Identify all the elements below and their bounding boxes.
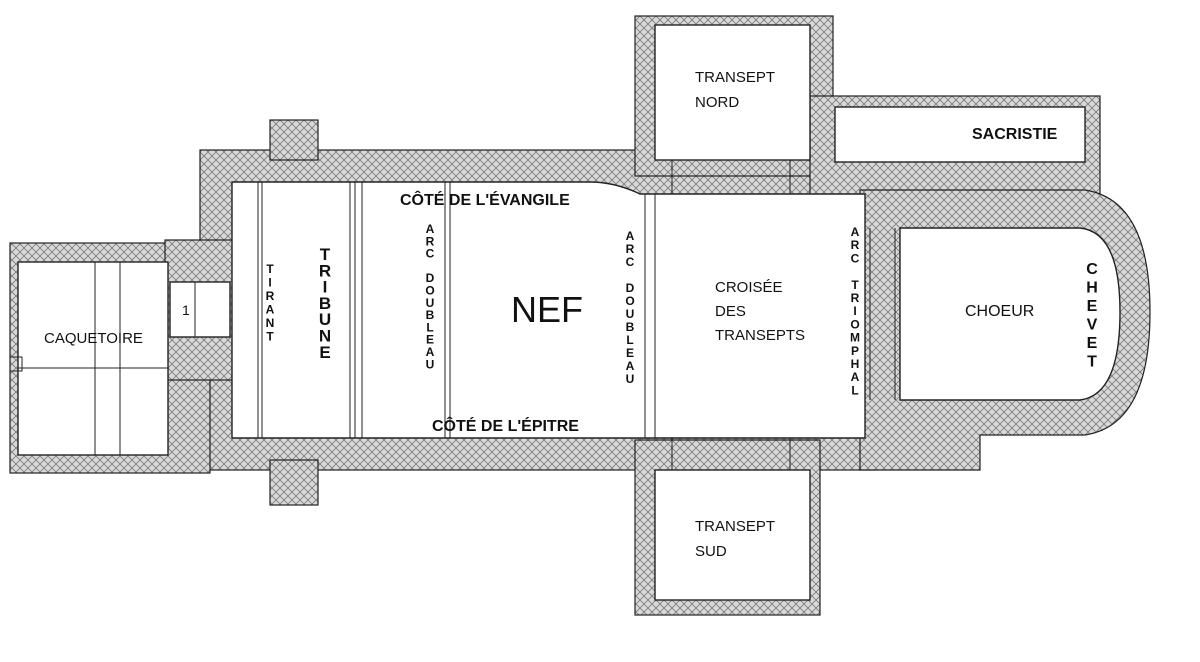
- arc-doubleau-left-letter: L: [426, 320, 433, 334]
- arc-triomphal-letter: L: [851, 383, 858, 397]
- arc-doubleau-left-letter: U: [426, 296, 435, 310]
- north-transept-space: [654, 24, 811, 161]
- choir-space: [899, 227, 1121, 401]
- north-buttress: [269, 119, 319, 161]
- arc-doubleau-left-letter: D: [426, 271, 435, 285]
- arc-doubleau-right-letter: B: [626, 320, 635, 334]
- nave-space: [231, 181, 866, 439]
- tribune-letter: U: [319, 310, 331, 329]
- tirant-letter: R: [266, 289, 275, 303]
- tirant-letter: T: [266, 330, 274, 344]
- label-caquetoire: CAQUETOIRE: [44, 330, 143, 347]
- arc-doubleau-right-letter: D: [626, 281, 635, 295]
- arc-triomphal-letter: I: [853, 304, 856, 318]
- arc-doubleau-right-letter: U: [626, 307, 635, 321]
- arc-doubleau-right-letter: L: [626, 333, 633, 347]
- room-labels: TRANSEPT NORD SACRISTIE CÔTÉ DE L'ÉVANGI…: [44, 69, 1058, 560]
- tribune-letter: T: [320, 245, 331, 264]
- chevet-letter: H: [1086, 280, 1098, 297]
- arc-triomphal-letter: P: [851, 344, 859, 358]
- tirant-letter: A: [266, 303, 275, 317]
- label-croisee-3: TRANSEPTS: [715, 327, 805, 344]
- label-transept-sud-1: TRANSEPT: [695, 518, 775, 535]
- chevet-letter: T: [1087, 354, 1097, 371]
- arc-doubleau-right-letter: E: [626, 346, 634, 360]
- tribune-letter: N: [319, 327, 331, 346]
- label-choeur: CHOEUR: [965, 303, 1034, 320]
- arc-triomphal-letter: R: [851, 291, 860, 305]
- arc-doubleau-left-letter: A: [426, 345, 435, 359]
- south-transept-space: [654, 469, 811, 601]
- label-croisee-1: CROISÉE: [715, 279, 783, 296]
- arc-triomphal-letter: M: [850, 331, 860, 345]
- chevet-letter: V: [1087, 317, 1098, 334]
- label-sacristie: SACRISTIE: [972, 126, 1058, 143]
- arc-doubleau-right-letter: C: [626, 255, 635, 269]
- tribune-letter: R: [319, 261, 331, 280]
- arc-triomphal-letter: R: [851, 238, 860, 252]
- label-cote-evangile: CÔTÉ DE L'ÉVANGILE: [400, 190, 570, 209]
- arc-doubleau-right-letter: A: [626, 359, 635, 373]
- chevet-letter: C: [1086, 261, 1098, 278]
- label-transept-nord-1: TRANSEPT: [695, 69, 775, 86]
- arc-doubleau-left-letter: E: [426, 333, 434, 347]
- arc-triomphal-letter: T: [851, 278, 859, 292]
- chevet-letter: E: [1087, 298, 1098, 315]
- arc-doubleau-left-letter: O: [425, 284, 434, 298]
- tirant-letter: N: [266, 316, 275, 330]
- caquetoire-space: [17, 261, 169, 456]
- arc-triomphal-letter: O: [850, 317, 859, 331]
- arc-doubleau-right-letter: O: [625, 294, 634, 308]
- arc-triomphal-letter: A: [851, 370, 860, 384]
- label-transept-nord-2: NORD: [695, 94, 739, 111]
- label-cote-epitre: CÔTÉ DE L'ÉPITRE: [432, 416, 579, 435]
- tirant-letter: I: [268, 276, 271, 290]
- arc-triomphal-letter: C: [851, 251, 860, 265]
- chevet-letter: E: [1087, 335, 1098, 352]
- tribune-letter: B: [319, 294, 331, 313]
- interiors: [9, 24, 1121, 601]
- south-buttress: [269, 459, 319, 506]
- arc-doubleau-left-letter: C: [426, 247, 435, 261]
- arc-doubleau-right-letter: A: [626, 229, 635, 243]
- arc-triomphal-letter: H: [851, 357, 860, 371]
- tribune-letter: I: [323, 278, 328, 297]
- arc-doubleau-right-letter: U: [626, 372, 635, 386]
- tirant-letter: T: [266, 262, 274, 276]
- stair-opening: [169, 281, 231, 338]
- arc-doubleau-left-letter: R: [426, 234, 435, 248]
- arc-doubleau-left-letter: B: [426, 308, 435, 322]
- label-transept-sud-2: SUD: [695, 543, 727, 560]
- label-croisee-2: DES: [715, 303, 746, 320]
- tribune-letter: E: [319, 343, 330, 362]
- arc-doubleau-left-letter: A: [426, 222, 435, 236]
- arc-triomphal-letter: A: [851, 225, 860, 239]
- arc-doubleau-left-letter: U: [426, 357, 435, 371]
- sacristy-space: [834, 106, 1086, 163]
- label-nef: NEF: [511, 289, 583, 330]
- arc-doubleau-right-letter: R: [626, 242, 635, 256]
- label-stair-mark: 1: [182, 302, 190, 318]
